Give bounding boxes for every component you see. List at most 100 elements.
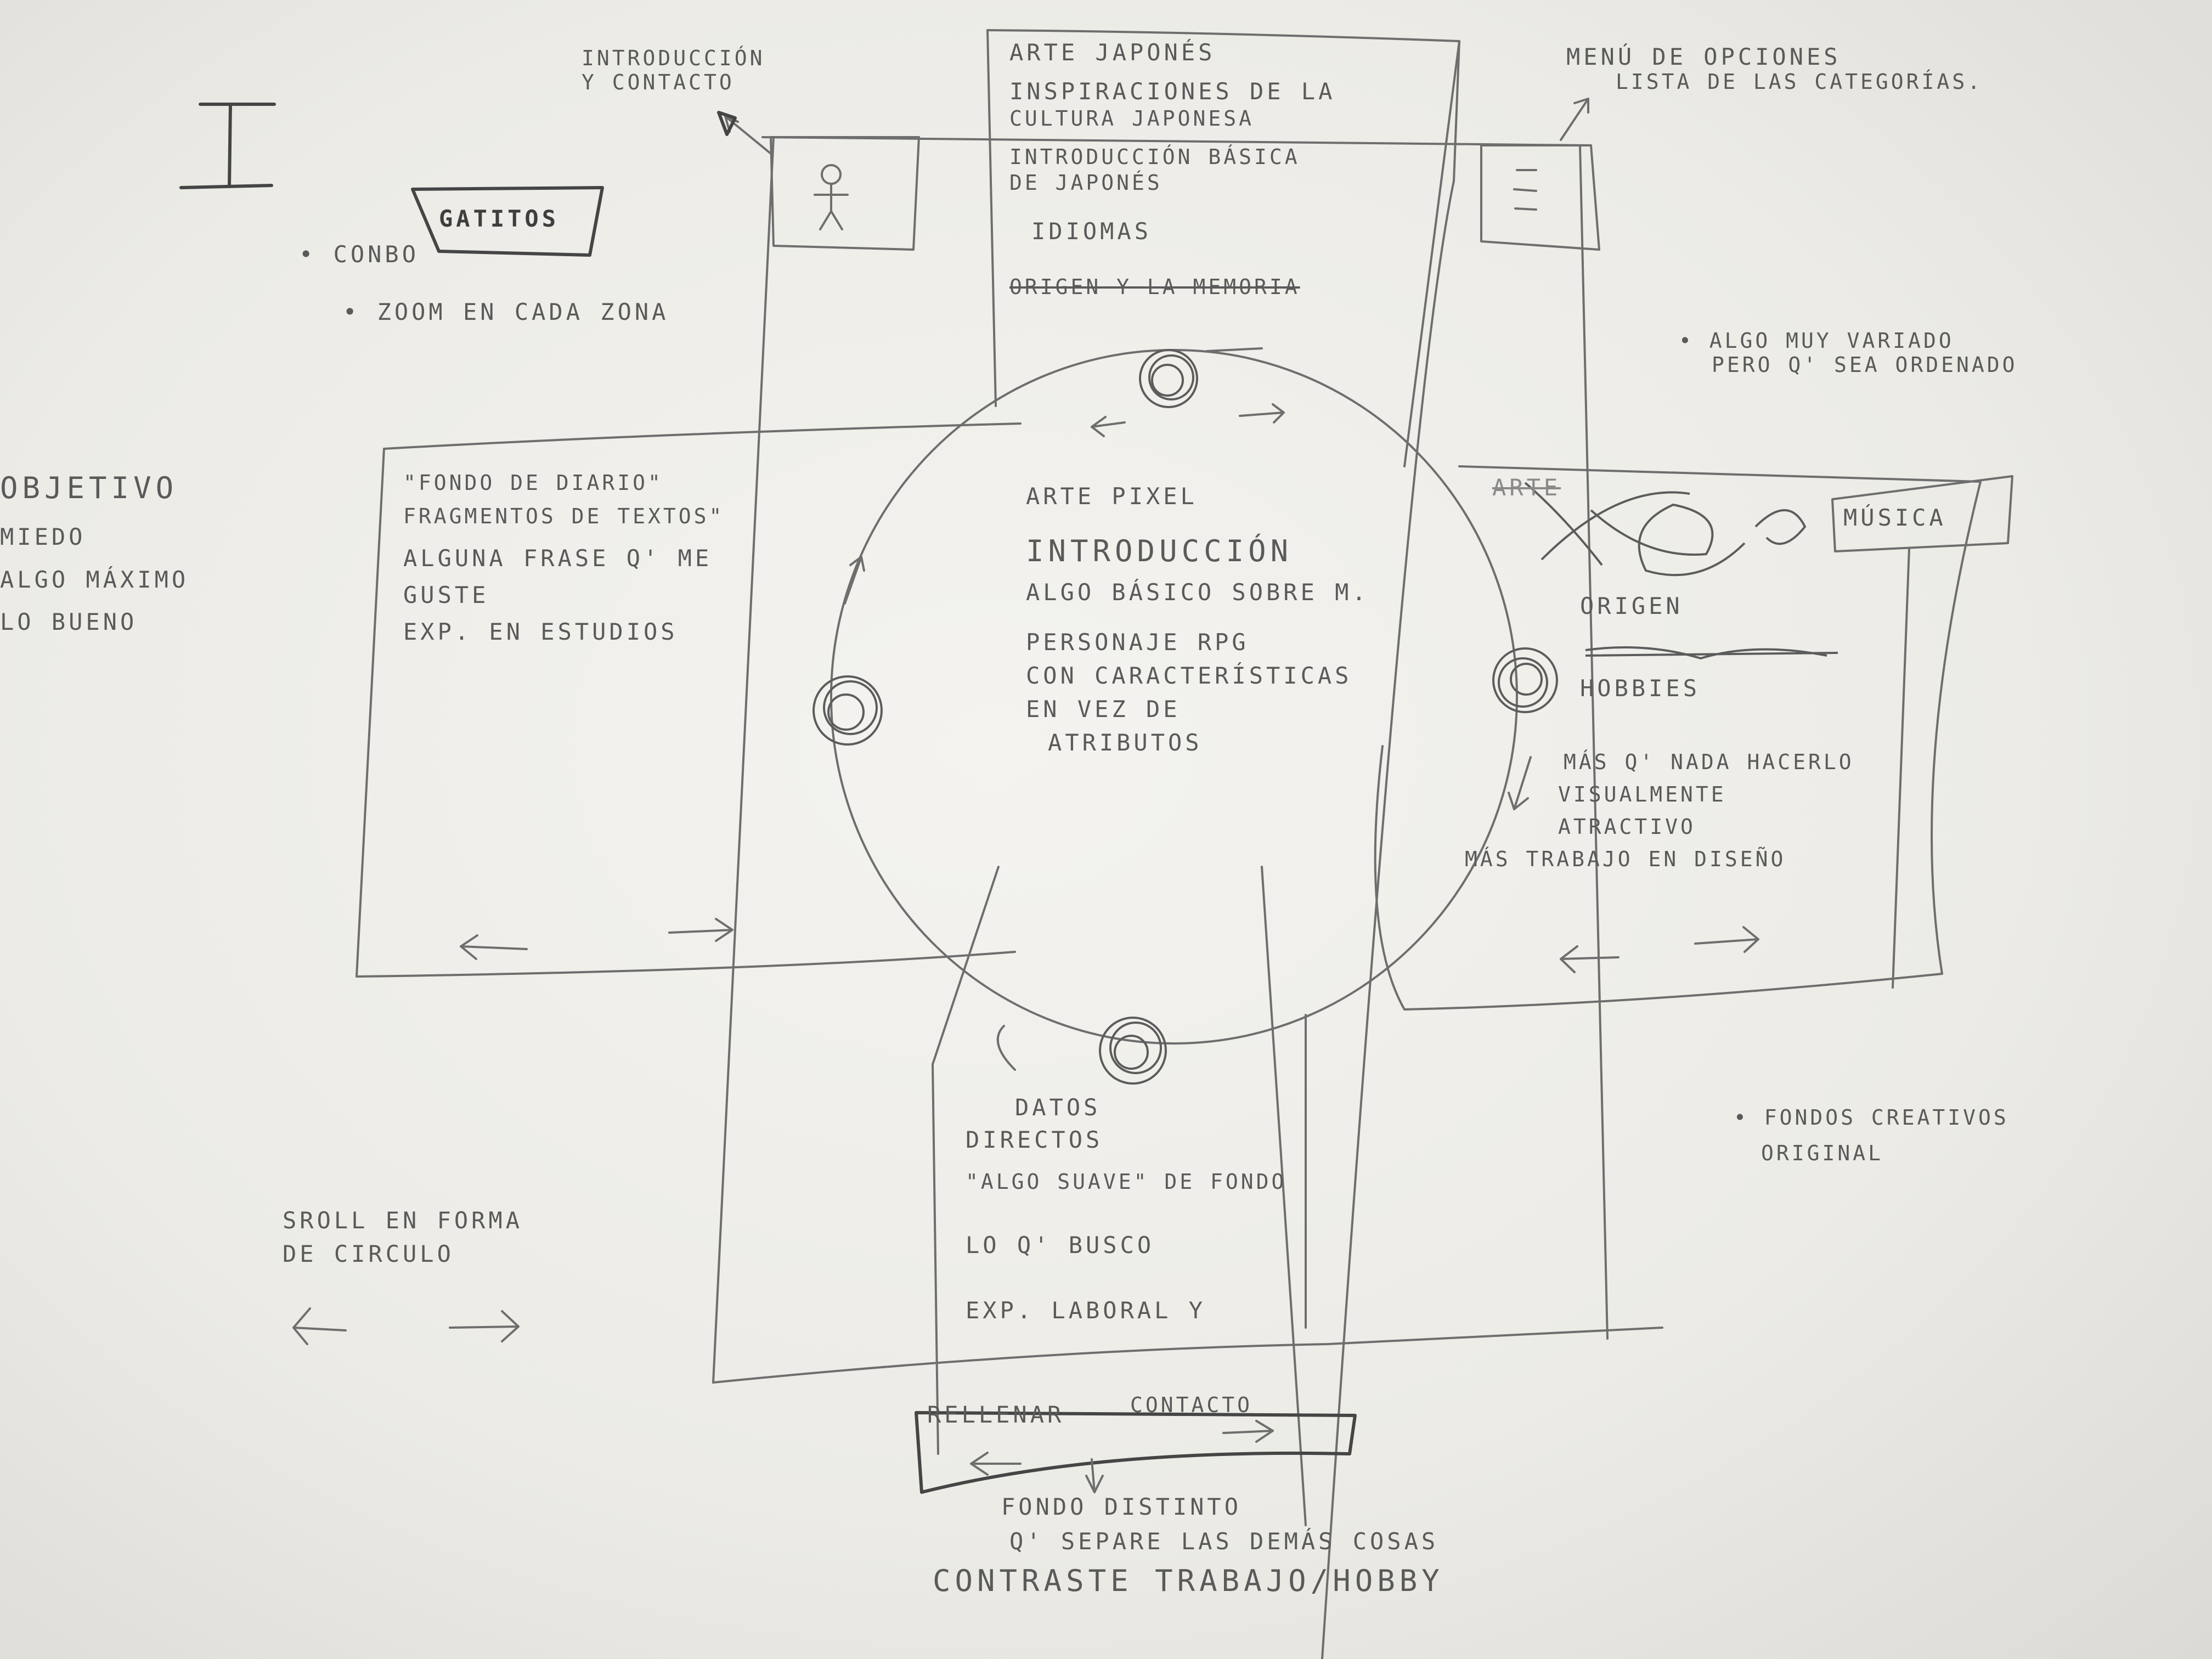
musica-tab-label: Música [1843,504,1946,531]
person-icon [814,164,849,230]
roman-numeral-one [179,103,276,189]
panel-line: atributos [1048,729,1203,756]
right-panel-content: Origen Hobbies [1580,584,1700,710]
struck-panel-line: Origen y la memoria [1009,275,1300,299]
panel-line: cultura japonesa [1009,106,1255,131]
header-band-line [761,136,1592,146]
panel-line: Idiomas [1031,217,1152,245]
top-left-arrow-icon [1091,416,1126,437]
top-panel-frame [986,29,1460,1659]
left-edge-line: algo máximo [0,566,189,593]
left-edge-notes: Objetivo miedo algo máximo lo bueno [0,461,189,644]
right-panel-next-arrow-icon [1694,926,1759,953]
note-line: • Algo muy variado [1679,329,1954,353]
note-line: visualmente [1558,782,1726,806]
note-line: Sroll en forma [283,1207,523,1234]
scroll-prev-arrow-icon [292,1307,347,1345]
arrow-to-menu-icon [1560,98,1589,141]
panel-line: Inspiraciones de la [1009,77,1336,105]
bullet-zoom: • Zoom en cada zona [343,298,669,325]
footer-prev-arrow-icon [970,1452,1022,1476]
panel-line: en vez de [1026,695,1181,723]
scroll-circle-note: Sroll en forma de circulo [283,1204,523,1271]
musica-tab[interactable]: Música [1843,504,1946,531]
gatitos-button [411,186,604,257]
variety-note: • Algo muy variado pero q' sea ordenado [1679,329,2018,377]
hamburger-icon [1513,169,1537,211]
left-edge-line: lo bueno [0,608,138,636]
arte-strike-scribble [1524,482,1746,577]
top-right-arrow-icon [1239,403,1285,424]
panel-line: Algo básico sobre m. [1026,579,1369,606]
footer-down-arrow-icon [1085,1458,1104,1493]
circle-up-arrow-icon [844,556,865,605]
profile-box [770,136,920,251]
annotation-line: lista de las categorías. [1616,70,1983,94]
circle-node-bottom [1099,1017,1167,1085]
footer-contact-label[interactable]: contacto [1130,1393,1253,1417]
panel-line: Arte pixel [1026,483,1198,510]
distinct-background-note: Fondo distinto q' separe las demás cosas… [933,1489,1444,1603]
right-panel-prev-arrow-icon [1560,945,1620,973]
panel-line: Alguna frase q' me [403,544,713,572]
circle-curl-arrow-icon [996,1025,1016,1071]
footer-next-arrow-icon [1222,1420,1274,1443]
menu-box [1480,144,1600,251]
arrow-head-intro-icon [717,111,737,136]
right-down-arrow-icon [1508,756,1532,810]
left-edge-line: miedo [0,523,86,550]
circle-node-right [1492,647,1558,713]
bottom-panel-content: Datos directos "Algo suave" de fondo Lo … [966,1092,1286,1327]
panel-line: "Fondo de diario" [403,471,663,495]
panel-line: Introducción básica [1009,144,1300,169]
music-strike-scribble [1754,509,1807,545]
left-panel-content: "Fondo de diario" fragmentos de textos" … [403,466,724,650]
annotation-line: y contacto [582,70,735,94]
circle-node-top [1139,349,1198,408]
panel-line: Hobbies [1580,674,1701,702]
note-line: contraste trabajo/hobby [933,1564,1444,1598]
top-panel-content: Arte japonés Inspiraciones de la cultura… [1009,38,1335,301]
note-line: • Fondos creativos [1734,1105,2009,1130]
note-line: atractivo [1558,814,1696,839]
arte-tab-struck: Arte [1492,474,1561,501]
annotation-line: Introducción [582,46,765,70]
note-line: pero q' sea ordenado [1712,352,2018,377]
footer-rellenar-label: Rellenar [927,1401,1065,1428]
panel-line: fragmentos de textos" [403,504,725,528]
panel-line: Origen [1580,592,1683,619]
bullet-combo: • Conbo [299,241,420,268]
panel-line: Exp. en estudios [403,618,678,645]
left-panel-prev-arrow-icon [460,934,528,960]
panel-line: Exp. laboral y [966,1296,1206,1324]
left-panel-frame [356,422,1022,978]
panel-line: directos [966,1126,1103,1153]
note-line: de circulo [283,1240,454,1267]
panel-line: de japonés [1009,171,1163,195]
right-column-line [1579,144,1609,1340]
panel-line: Datos [1015,1094,1101,1121]
menu-options-annotation: Menú de opciones lista de las categorías… [1566,43,1983,94]
note-line: Más trabajo en diseño [1465,847,1786,871]
left-column-line [712,136,775,1384]
left-panel-next-arrow-icon [668,918,733,942]
circle-node-left [812,675,883,746]
top-panel-left-edge [986,29,997,407]
panel-line: Personaje RPG [1026,629,1249,656]
footer-bar [915,1411,1357,1494]
panel-line: Introducción [1026,533,1293,568]
panel-line: "Algo suave" de fondo [966,1169,1287,1194]
panel-line: con características [1026,662,1352,689]
scroll-next-arrow-icon [449,1310,520,1342]
bottom-band-line [712,1327,1663,1384]
music-tab-frame [1831,475,2013,552]
bottom-panel-frame [932,866,1000,1455]
top-right-small-arrow-icon [1206,347,1263,352]
note-line: Más q' nada hacerlo [1564,750,1854,774]
annotation-line: Menú de opciones [1566,43,1841,70]
gatitos-button-label[interactable]: Gatitos [439,205,559,232]
panel-line: Lo q' busco [966,1231,1155,1259]
creative-backgrounds-note: • Fondos creativos original [1734,1100,2009,1171]
